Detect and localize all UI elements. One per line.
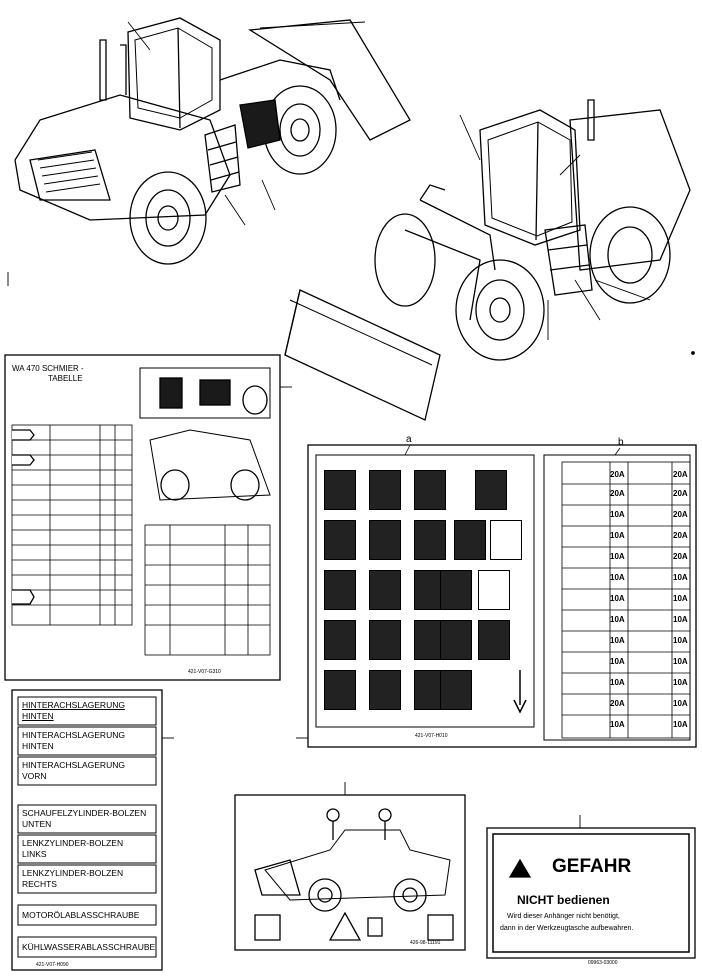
amp-rating: 10A <box>610 552 625 561</box>
warning-subtitle: NICHT bedienen <box>517 893 610 907</box>
amp-rating: 20A <box>610 470 625 479</box>
fuse-slot <box>369 670 401 710</box>
fuse-slot <box>369 570 401 610</box>
lubrication-chart-plate <box>4 354 292 681</box>
amp-rating: 10A <box>610 636 625 645</box>
wheel-loader-front-view <box>284 99 691 421</box>
loader-decal-part-no: 426-98-11191 <box>410 940 441 946</box>
plate-line: HINTERACHSLAGERUNG <box>22 760 125 770</box>
plate-line: HINTERACHSLAGERUNG <box>22 730 125 740</box>
plate-line: LENKZYLINDER-BOLZEN <box>22 868 124 878</box>
plate-line: LENKZYLINDER-BOLZEN <box>22 838 124 848</box>
fuse-panel-part-no: 421-V07-H010 <box>415 733 448 739</box>
fuse-slot <box>440 620 472 660</box>
bolt-plate-8: KÜHLWASSERABLASSCHRAUBE <box>22 942 162 953</box>
lifting-point-decal <box>234 782 466 951</box>
plate-line: HINTERACHSLAGERUNG <box>22 700 125 710</box>
amp-rating: 10A <box>610 720 625 729</box>
amp-rating: 10A <box>673 699 688 708</box>
plate-line: HINTEN <box>22 741 54 751</box>
fuse-slot <box>440 670 472 710</box>
plate-line: RECHTS <box>22 879 57 889</box>
fuse-slot <box>478 570 510 610</box>
amp-rating: 20A <box>673 510 688 519</box>
amp-rating: 10A <box>610 657 625 666</box>
amp-rating: 10A <box>673 594 688 603</box>
warning-text-2: dann in der Werkzeugtasche aufbewahren. <box>500 925 634 932</box>
warning-part-no: 09963-03000 <box>588 960 618 966</box>
bolt-plates-part-no: 421-V07-H090 <box>36 962 69 968</box>
plate-line: KÜHLWASSERABLASSCHRAUBE <box>22 942 156 952</box>
amp-rating: 20A <box>673 552 688 561</box>
amp-rating: 10A <box>673 657 688 666</box>
fuse-marker-b: b <box>618 437 624 448</box>
amp-rating: 10A <box>673 615 688 624</box>
amp-rating: 20A <box>673 489 688 498</box>
fuse-slot <box>324 570 356 610</box>
amp-rating: 20A <box>610 489 625 498</box>
fuse-slot <box>478 620 510 660</box>
bolt-plate-7: MOTORÖLABLASSCHRAUBE <box>22 910 162 921</box>
plate-line: LINKS <box>22 849 47 859</box>
amp-rating: 20A <box>673 531 688 540</box>
amp-rating: 10A <box>610 615 625 624</box>
lube-chart-subtitle: TABELLE <box>48 374 83 383</box>
amp-rating: 10A <box>610 573 625 582</box>
plate-line: VORN <box>22 771 47 781</box>
warning-text-1: Wird dieser Anhänger nicht benötigt, <box>507 913 620 920</box>
fuse-slot <box>475 470 507 510</box>
fuse-slot <box>324 470 356 510</box>
fuse-slot <box>490 520 522 560</box>
amp-rating: 10A <box>610 531 625 540</box>
amp-rating: 20A <box>610 699 625 708</box>
amp-rating: 10A <box>610 510 625 519</box>
warning-title: GEFAHR <box>552 856 632 877</box>
warning-tag-decal <box>486 815 696 959</box>
fuse-slot <box>369 470 401 510</box>
fuse-marker-a: a <box>406 434 412 445</box>
fuse-slot <box>324 520 356 560</box>
fuse-slot <box>414 470 446 510</box>
plate-line: UNTEN <box>22 819 52 829</box>
fuse-slot <box>440 570 472 610</box>
fuse-slot <box>369 620 401 660</box>
amp-rating: 10A <box>673 720 688 729</box>
amp-rating: 10A <box>673 678 688 687</box>
fuse-slot <box>414 520 446 560</box>
wheel-loader-rear-view <box>14 17 411 265</box>
fuse-slot <box>324 620 356 660</box>
amp-rating: 10A <box>673 573 688 582</box>
fuse-slot <box>369 520 401 560</box>
amp-rating: 10A <box>610 678 625 687</box>
lube-chart-title: WA 470 SCHMIER - <box>12 364 84 373</box>
bolt-label-plates <box>11 689 174 971</box>
lube-chart-part-no: 421-V07-G310 <box>188 669 221 675</box>
fuse-slot <box>324 670 356 710</box>
amp-rating: 10A <box>673 636 688 645</box>
plate-line: SCHAUFELZYLINDER-BOLZEN <box>22 808 147 818</box>
plate-line: HINTEN <box>22 711 54 721</box>
fuse-slot <box>454 520 486 560</box>
plate-line: MOTORÖLABLASSCHRAUBE <box>22 910 140 920</box>
fuse-box-decal <box>296 444 697 748</box>
amp-rating: 10A <box>610 594 625 603</box>
amp-rating: 20A <box>673 470 688 479</box>
